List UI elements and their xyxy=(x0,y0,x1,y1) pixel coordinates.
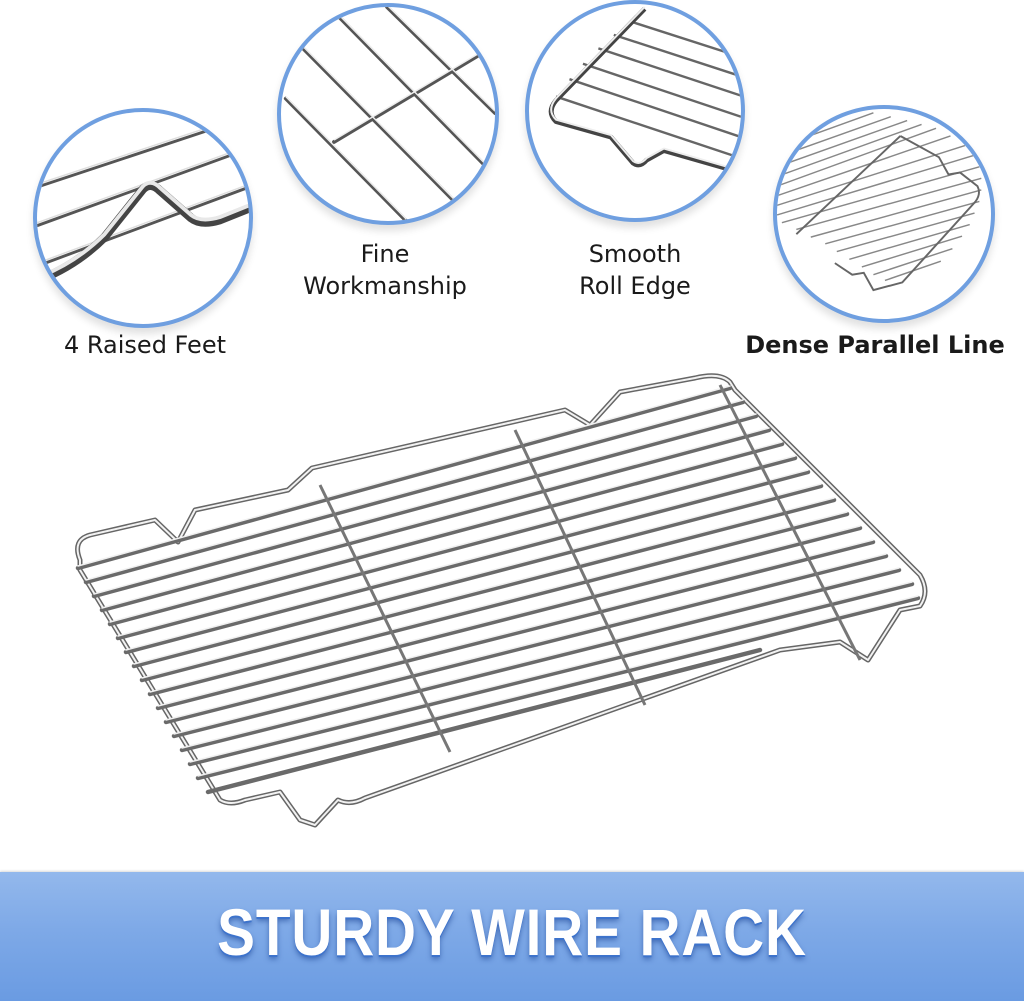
feature-label-fine-workmanship: Fine Workmanship xyxy=(303,240,467,300)
dense-rack-icon xyxy=(777,109,982,292)
raised-foot-icon xyxy=(37,113,249,285)
banner-title: STURDY WIRE RACK xyxy=(217,895,807,969)
wire-rack-icon xyxy=(75,373,928,828)
raised-feet-closeup xyxy=(33,108,253,328)
feature-label-dense-parallel-line: Dense Parallel Line xyxy=(745,331,1005,359)
smooth-roll-edge-closeup xyxy=(525,0,745,222)
welded-grid-icon xyxy=(283,7,495,221)
feature-label-raised-feet: 4 Raised Feet xyxy=(64,331,226,359)
feature-label-smooth-roll-edge: Smooth Roll Edge xyxy=(579,240,691,300)
title-banner: STURDY WIRE RACK xyxy=(0,872,1024,1001)
fine-workmanship-closeup xyxy=(277,3,499,225)
roll-edge-icon xyxy=(548,6,741,175)
dense-parallel-line-closeup xyxy=(773,105,995,323)
wire-rack-product-image xyxy=(60,370,980,850)
